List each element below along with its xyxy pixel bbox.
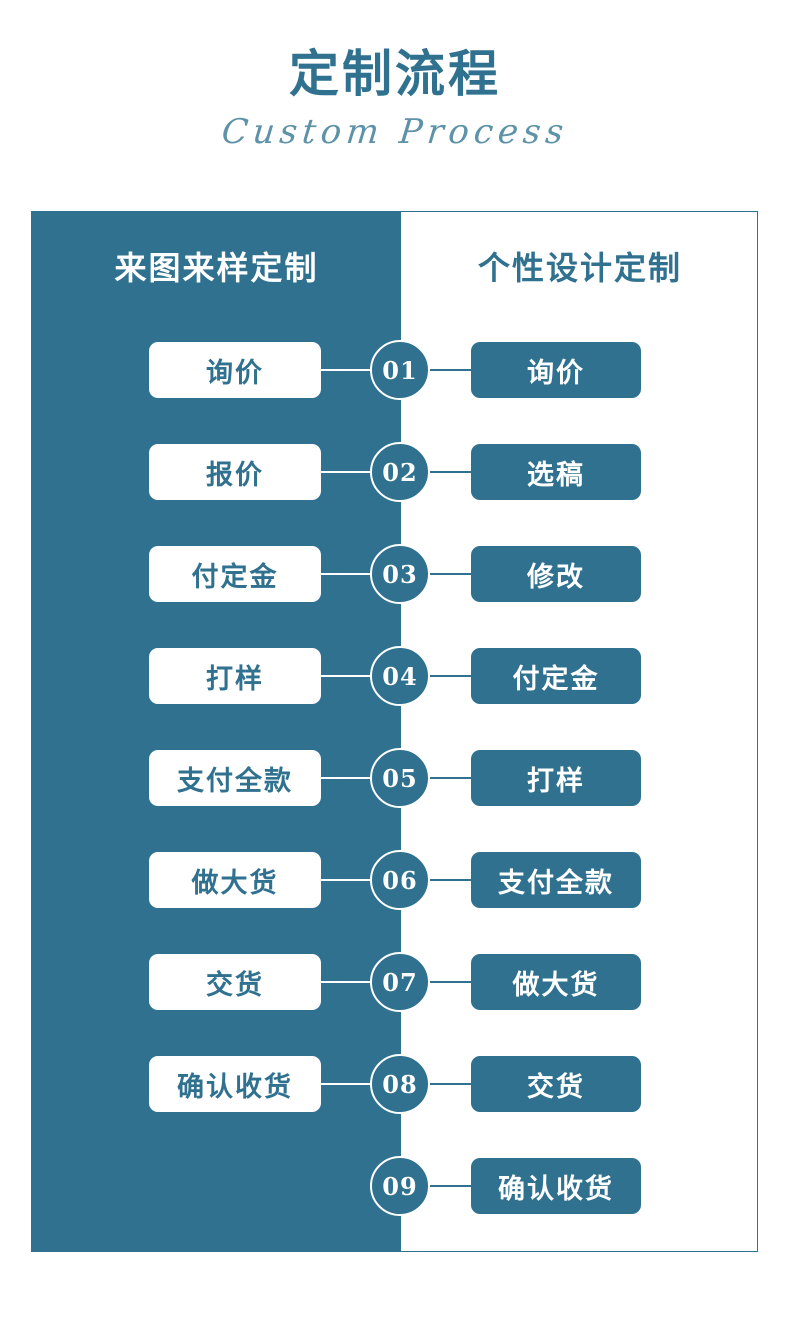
process-row: 确认收货 08 交货 (32, 1054, 759, 1114)
connector-line-right (424, 1083, 471, 1085)
connector-line-left (321, 1083, 379, 1085)
column-header-left: 来图来样定制 (114, 249, 319, 287)
connector-line-left (321, 981, 379, 983)
step-box-right[interactable]: 选稿 (471, 444, 641, 500)
connector-line-left (321, 879, 379, 881)
step-box-left[interactable]: 确认收货 (149, 1056, 321, 1112)
step-number-badge: 09 (370, 1156, 430, 1216)
process-rows: 询价 01 询价报价 02 选稿付定金 03 修改打样 04 付定金支付全款 05 打样做大货 06 支… (32, 212, 757, 1251)
step-number-badge: 08 (370, 1054, 430, 1114)
process-row: 交货 07 做大货 (32, 952, 759, 1012)
connector-line-left (321, 573, 379, 575)
step-box-right[interactable]: 支付全款 (471, 852, 641, 908)
page-title-block: 定制流程 Custom Process (0, 44, 790, 154)
page-title: 定制流程 (289, 44, 501, 103)
step-number-badge: 05 (370, 748, 430, 808)
column-header-right: 个性设计定制 (477, 249, 682, 287)
process-row: 支付全款 05 打样 (32, 748, 759, 808)
step-box-left[interactable]: 询价 (149, 342, 321, 398)
step-box-left[interactable]: 支付全款 (149, 750, 321, 806)
process-row: 做大货 06 支付全款 (32, 850, 759, 910)
process-panel: 来图来样定制 个性设计定制 询价 01 询价报价 02 选稿付定金 03 修改打样 04 付定金… (31, 211, 758, 1252)
step-box-left[interactable]: 打样 (149, 648, 321, 704)
step-box-right[interactable]: 修改 (471, 546, 641, 602)
connector-line-left (321, 675, 379, 677)
step-number-badge: 06 (370, 850, 430, 910)
page-subtitle: Custom Process (219, 112, 571, 152)
process-row: 报价 02 选稿 (32, 442, 759, 502)
connector-line-right (424, 573, 471, 575)
step-box-left[interactable]: 报价 (149, 444, 321, 500)
process-row: 付定金 03 修改 (32, 544, 759, 604)
step-box-right[interactable]: 交货 (471, 1056, 641, 1112)
step-box-right[interactable]: 询价 (471, 342, 641, 398)
step-box-right[interactable]: 做大货 (471, 954, 641, 1010)
step-number-badge: 07 (370, 952, 430, 1012)
step-box-right[interactable]: 打样 (471, 750, 641, 806)
connector-line-right (424, 981, 471, 983)
connector-line-right (424, 471, 471, 473)
step-box-left[interactable]: 做大货 (149, 852, 321, 908)
connector-line-right (424, 1185, 471, 1187)
step-number-badge: 04 (370, 646, 430, 706)
process-row: 询价 01 询价 (32, 340, 759, 400)
connector-line-left (321, 369, 379, 371)
connector-line-left (321, 777, 379, 779)
step-box-left[interactable]: 付定金 (149, 546, 321, 602)
step-number-badge: 03 (370, 544, 430, 604)
process-row: 09 确认收货 (32, 1156, 759, 1216)
step-number-badge: 01 (370, 340, 430, 400)
connector-line-right (424, 369, 471, 371)
step-box-right[interactable]: 确认收货 (471, 1158, 641, 1214)
connector-line-right (424, 675, 471, 677)
step-box-right[interactable]: 付定金 (471, 648, 641, 704)
step-box-left[interactable]: 交货 (149, 954, 321, 1010)
connector-line-right (424, 879, 471, 881)
step-number-badge: 02 (370, 442, 430, 502)
connector-line-right (424, 777, 471, 779)
process-row: 打样 04 付定金 (32, 646, 759, 706)
connector-line-left (321, 471, 379, 473)
